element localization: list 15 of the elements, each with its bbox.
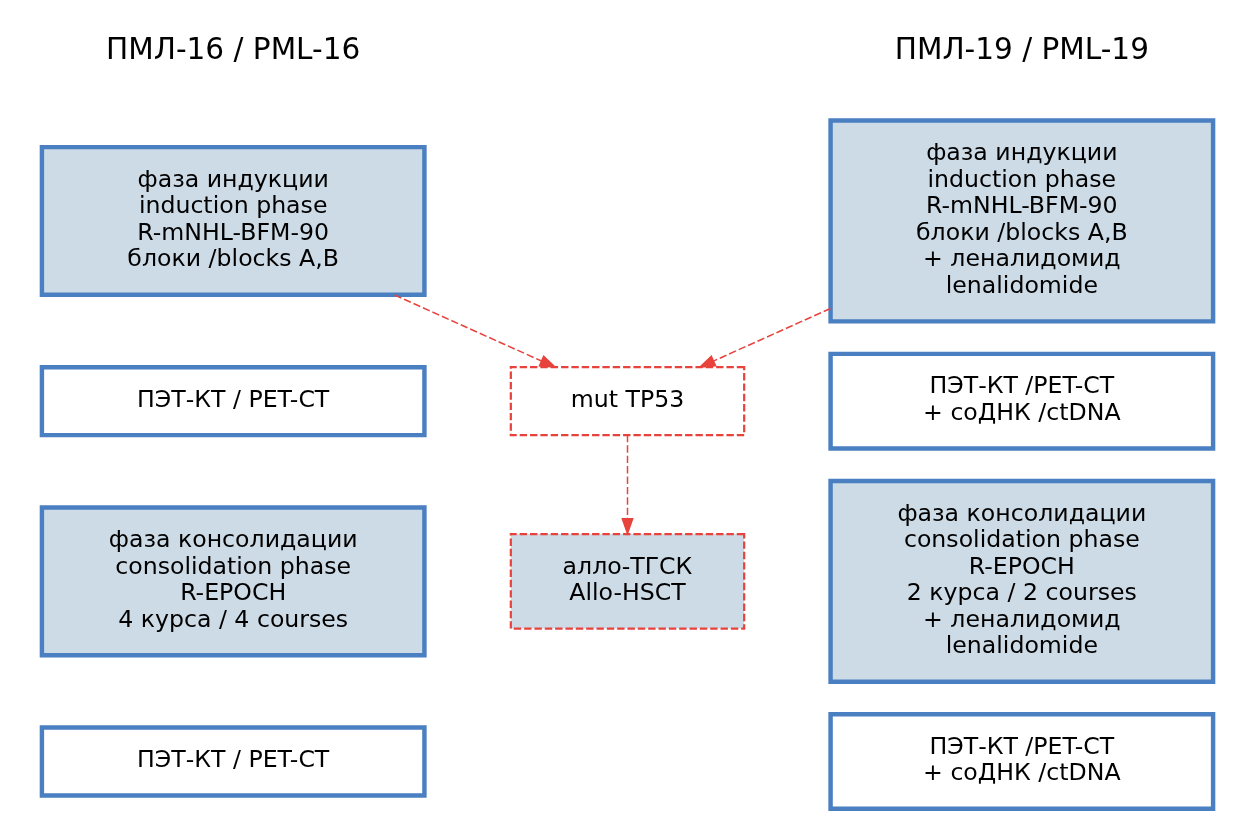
label: ПМЛ-16 / PML-16	[105, 31, 360, 66]
arrow	[393, 294, 557, 369]
node-box: фаза консолидации consolidation phase R-EPOCH 2 курса / 2 courses + леналидомид lenalidomide	[827, 478, 1215, 684]
node-box: фаза консолидации consolidation phase R-EPOCH 4 курса / 4 courses	[39, 505, 427, 658]
node-box: ПЭТ-КТ /PET-CT + соДНК /ctDNA	[827, 351, 1215, 451]
node-box: mut TP53	[509, 366, 745, 437]
node-box: алло-ТГСК Allo-HSCT	[509, 532, 745, 630]
node-box: ПЭТ-КТ / PET-CT	[39, 364, 427, 438]
arrow	[620, 434, 634, 536]
node-box: фаза индукции induction phase R-mNHL-BFM-90 блоки /blocks A,B	[39, 144, 427, 298]
label: ПМЛ-19 / PML-19	[894, 31, 1149, 66]
node-box: ПЭТ-КТ / PET-CT	[39, 725, 427, 798]
arrow	[697, 307, 831, 368]
node-box: ПЭТ-КТ /PET-CT + соДНК /ctDNA	[827, 712, 1215, 811]
node-box: фаза индукции induction phase R-mNHL-BFM-90 блоки /blocks A,B + леналидомид lenalidomide	[827, 118, 1215, 324]
